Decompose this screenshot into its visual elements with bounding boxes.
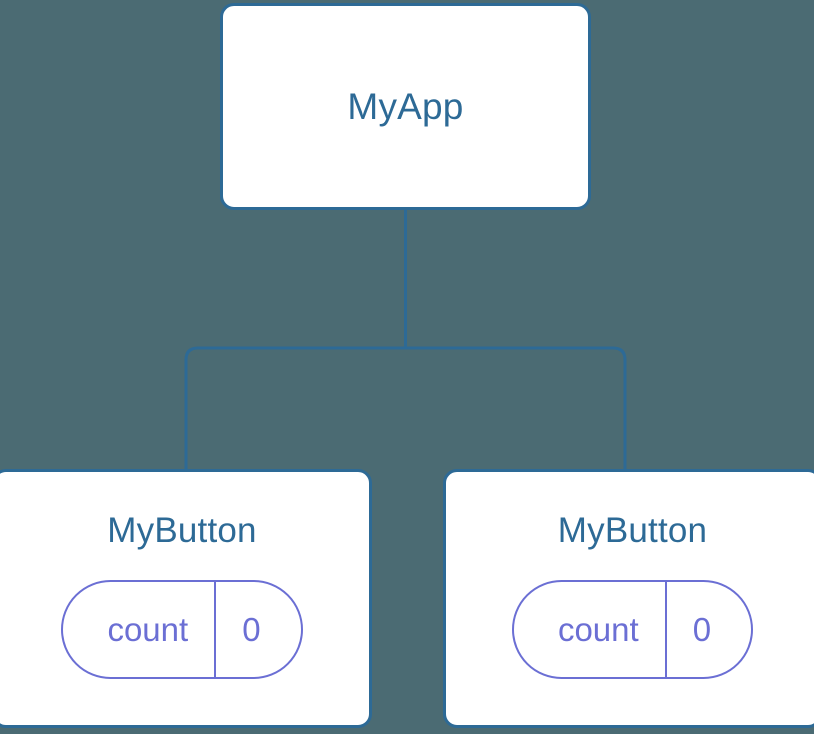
state-pill-divider	[664, 582, 667, 677]
node-mybutton-2[interactable]: MyButton count 0	[443, 469, 814, 728]
node-myapp-title: MyApp	[347, 86, 464, 127]
state-pill-count-2[interactable]: count 0	[511, 580, 754, 679]
state-pill-divider	[214, 582, 217, 677]
state-pill-count-1[interactable]: count 0	[61, 580, 303, 679]
node-mybutton-1[interactable]: MyButton count 0	[0, 469, 372, 728]
state-pill-value: 0	[242, 610, 261, 648]
edge-myapp-to-mybutton-1	[184, 209, 407, 470]
node-myapp[interactable]: MyApp	[220, 3, 591, 210]
state-pill-key: count	[557, 610, 639, 648]
node-mybutton-2-title: MyButton	[557, 511, 708, 550]
state-pill-key: count	[107, 610, 189, 648]
node-mybutton-1-title: MyButton	[107, 511, 257, 550]
state-pill-value: 0	[692, 610, 712, 648]
edge-myapp-to-mybutton-2	[404, 209, 627, 470]
